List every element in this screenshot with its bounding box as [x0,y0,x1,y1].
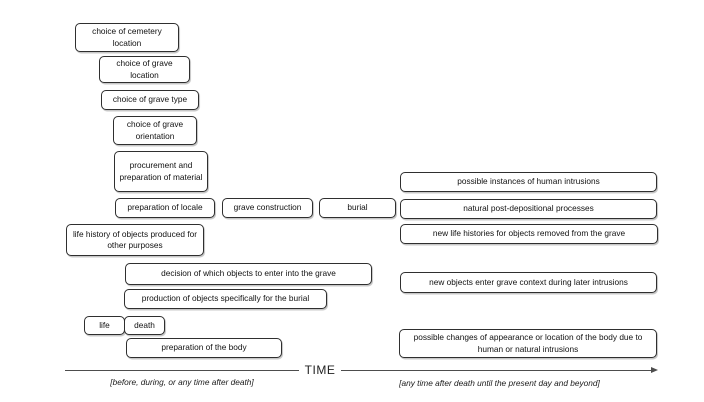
time-axis-label: TIME [304,363,336,377]
time-axis-right-segment [341,370,652,372]
box-natural-post-depositional-processes: natural post-depositional processes [400,199,657,219]
phase-caption-right: [any time after death until the present … [399,377,600,388]
box-choice-of-grave-type: choice of grave type [101,90,199,110]
phase-caption-left: [before, during, or any time after death… [110,377,254,387]
box-preparation-of-locale: preparation of locale [115,198,215,218]
box-choice-of-cemetery-location: choice of cemetery location [75,23,179,52]
box-life-history-of-objects: life history of objects produced for oth… [66,224,204,256]
box-choice-of-grave-location: choice of grave location [99,56,190,83]
box-death: death [124,316,165,335]
box-burial: burial [319,198,396,218]
time-axis-left-segment [65,370,299,372]
box-preparation-of-the-body: preparation of the body [126,338,282,358]
box-life: life [84,316,125,335]
box-new-life-histories-for-removed-objects: new life histories for objects removed f… [400,224,658,244]
box-grave-construction: grave construction [222,198,313,218]
box-possible-human-intrusions: possible instances of human intrusions [400,172,657,192]
box-procurement-and-preparation-of-material: procurement and preparation of material [114,151,208,192]
time-axis-arrow-icon [651,367,658,374]
box-choice-of-grave-orientation: choice of grave orientation [113,116,197,145]
box-production-of-objects: production of objects specifically for t… [124,289,327,309]
box-new-objects-enter-grave-context: new objects enter grave context during l… [400,272,657,293]
box-possible-changes-of-body: possible changes of appearance or locati… [399,329,657,358]
box-decision-of-objects: decision of which objects to enter into … [125,263,372,285]
